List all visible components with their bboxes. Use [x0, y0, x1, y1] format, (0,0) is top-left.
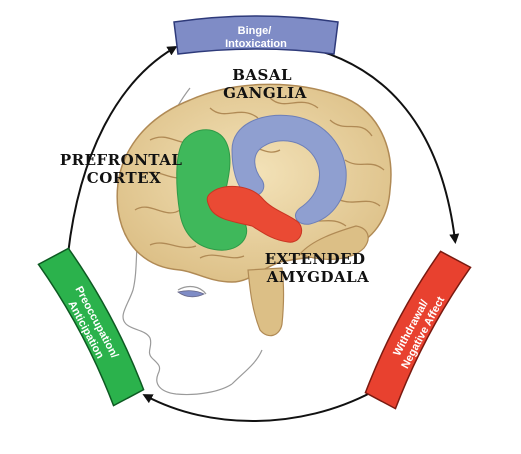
prefrontal-cortex-label: PREFRONTAL CORTEX — [60, 151, 188, 187]
basal-ganglia-region — [231, 114, 347, 225]
brain-stem — [247, 267, 285, 337]
prefrontal-cortex-label-line2: CORTEX — [87, 169, 161, 187]
stage-preoccupation-anticipation: Preoccupation/ Anticipation — [37, 247, 145, 407]
stage-binge-label-line1: Binge/ — [238, 25, 272, 37]
cerebellum — [298, 225, 369, 260]
arrow-withdrawal-to-preoccupation — [142, 391, 373, 422]
extended-amygdala-label: EXTENDED AMYGDALA — [265, 250, 372, 286]
extended-amygdala-label-line2: AMYGDALA — [266, 268, 370, 286]
brain-illustration — [116, 83, 392, 337]
prefrontal-cortex-label-line1: PREFRONTAL — [60, 151, 183, 169]
stage-binge-intoxication: Binge/ Intoxication — [173, 15, 339, 55]
extended-amygdala-region — [206, 185, 303, 243]
basal-ganglia-label-line2: GANGLIA — [223, 84, 307, 102]
stage-withdrawal-box — [364, 250, 472, 410]
region-labels: BASAL GANGLIA PREFRONTAL CORTEX EXTENDED… — [60, 66, 372, 286]
stage-binge-label: Binge/ Intoxication — [225, 25, 287, 50]
stage-preoccupation-box — [37, 247, 145, 407]
extended-amygdala-label-line1: EXTENDED — [265, 250, 366, 268]
eye-icon — [177, 290, 205, 298]
stage-withdrawal-negative-affect: Withdrawal/ Negative Affect — [364, 250, 472, 410]
stage-binge-box — [173, 15, 339, 55]
basal-ganglia-label: BASAL GANGLIA — [223, 66, 307, 102]
arrow-preoccupation-to-binge — [67, 45, 178, 255]
stage-binge-label-line2: Intoxication — [225, 38, 287, 50]
basal-ganglia-label-line1: BASAL — [232, 66, 292, 84]
